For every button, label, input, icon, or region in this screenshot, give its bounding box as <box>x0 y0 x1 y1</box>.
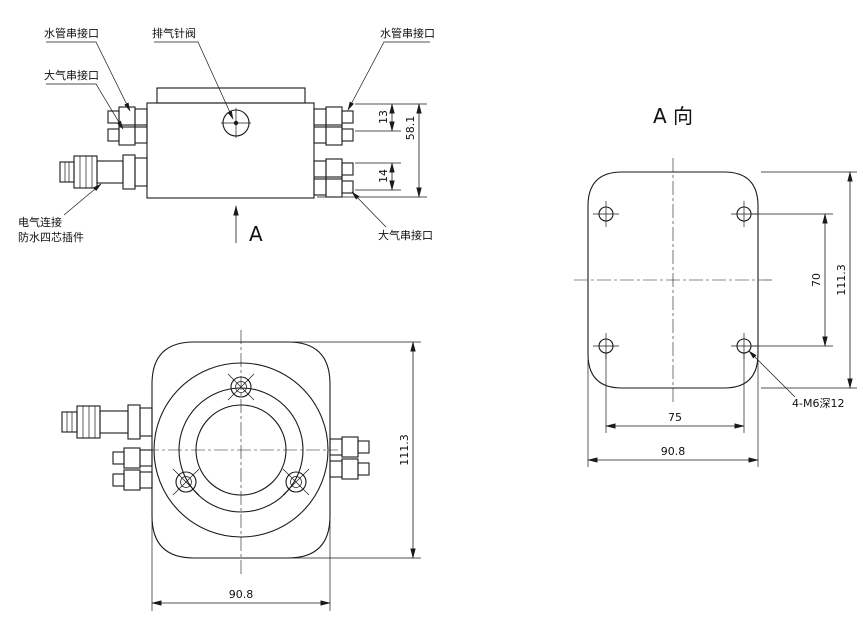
dim-view-a-overall-width: 90.8 <box>661 445 686 458</box>
bottom-view-right-fittings <box>329 436 370 480</box>
front-view-leaders <box>46 41 430 228</box>
thread-note-callout: 4-M6深12 <box>748 350 844 410</box>
bottom-view-left-fittings <box>112 447 153 491</box>
label-electrical-connection-line2: 防水四芯插件 <box>18 230 84 244</box>
view-a: A 向 <box>574 104 857 467</box>
view-a-title: A 向 <box>653 104 693 128</box>
front-view-dimensions: 13 58.1 14 <box>317 103 427 198</box>
bottom-view-centerlines <box>145 330 338 576</box>
dim-hole-row-spacing: 70 <box>810 273 823 287</box>
dim-port-offset-bottom: 14 <box>377 169 390 183</box>
label-water-port-left: 水管串接口 <box>44 26 99 40</box>
label-air-port-right: 大气串接口 <box>378 228 433 242</box>
dim-bottom-overall-height: 111.3 <box>398 434 411 466</box>
dim-body-height: 58.1 <box>404 116 417 141</box>
bottom-view-dimensions: 111.3 90.8 <box>151 341 421 611</box>
dim-view-a-overall-height: 111.3 <box>835 264 848 296</box>
section-arrow-label: A <box>249 222 263 246</box>
label-exhaust-needle-valve: 排气针阀 <box>152 26 196 40</box>
left-port-fittings <box>107 106 148 146</box>
bolt-hole-bottom-right <box>282 468 310 496</box>
label-water-port-right: 水管串接口 <box>380 26 435 40</box>
dim-bottom-overall-width: 90.8 <box>229 588 254 601</box>
mounting-plate-outline <box>587 171 759 389</box>
dim-port-offset-top: 13 <box>377 110 390 124</box>
view-a-dimensions: 70 111.3 75 90.8 <box>587 171 857 467</box>
bolt-hole-bottom-left <box>172 468 200 496</box>
view-a-centerlines <box>574 158 772 402</box>
right-lower-port-fittings <box>313 158 354 198</box>
front-view: A 水管串接口 大气串接口 排气针阀 水管串接口 大气串接口 电气连接 防水四芯… <box>18 26 435 246</box>
section-arrow-a: A <box>233 205 263 246</box>
label-air-port-left: 大气串接口 <box>44 68 99 82</box>
label-electrical-connection-line1: 电气连接 <box>18 215 62 229</box>
mounting-hole-top-left <box>593 201 619 227</box>
right-upper-port-fittings <box>313 106 354 146</box>
thread-note-label: 4-M6深12 <box>792 397 844 410</box>
bottom-view-body-outline <box>151 341 331 559</box>
bottom-view-cable-gland <box>61 404 153 440</box>
exhaust-needle-valve-circle <box>221 108 251 138</box>
bottom-view: 111.3 90.8 <box>61 330 421 611</box>
dim-hole-col-spacing: 75 <box>668 411 682 424</box>
front-view-body <box>146 87 315 199</box>
cable-gland <box>59 154 148 190</box>
